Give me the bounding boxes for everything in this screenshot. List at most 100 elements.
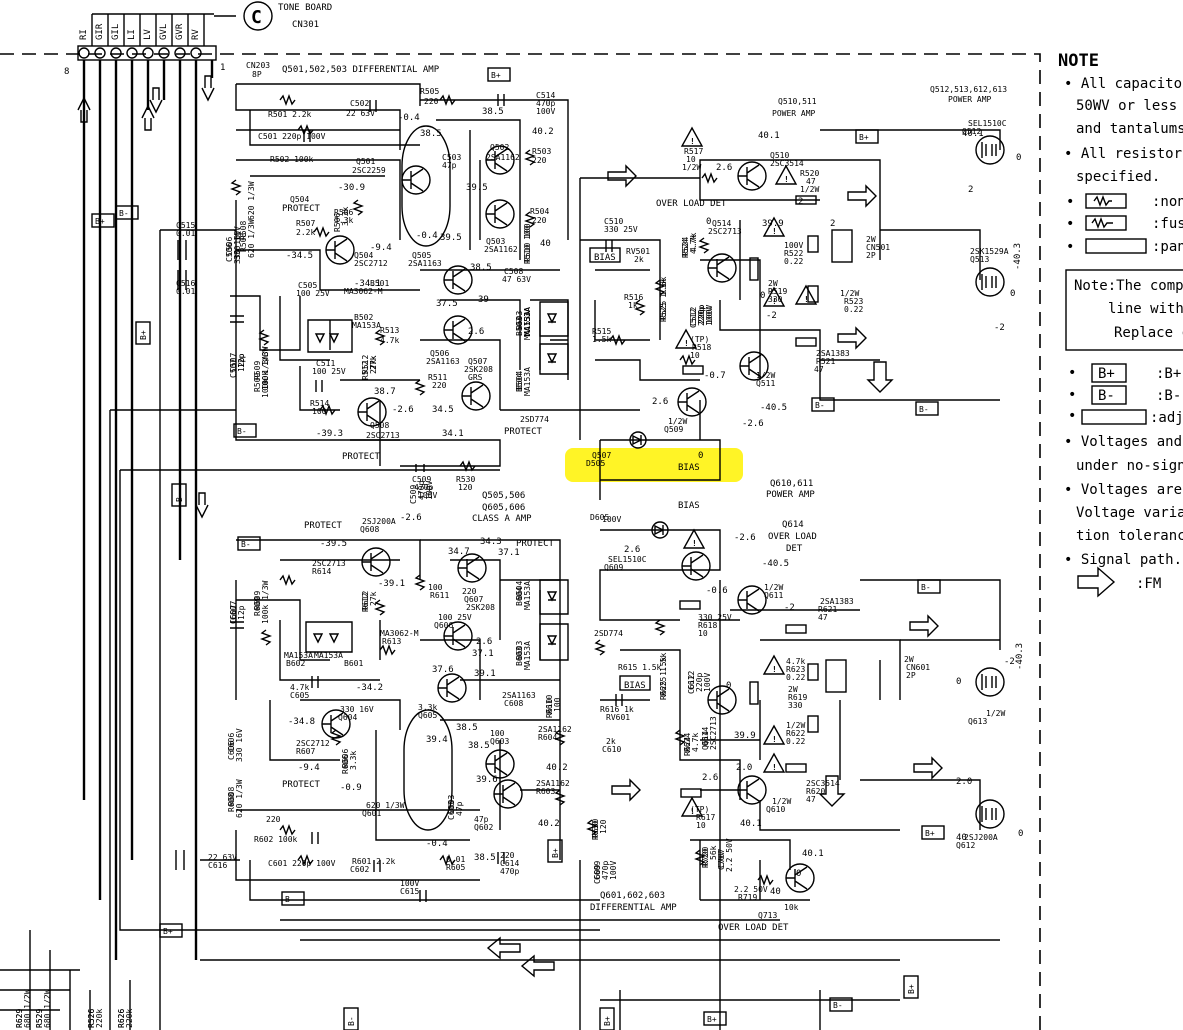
component-label: CN601 [906, 663, 930, 672]
component-label: 100 25V [312, 367, 346, 376]
component-label-vertical: R626 [117, 1009, 126, 1028]
component-label-vertical: 470p [601, 861, 610, 880]
note-line-0: • All capacitors [1064, 76, 1183, 92]
component-label: C503 [442, 153, 461, 162]
voltage-label: -2 [766, 311, 777, 321]
component-label: C505 [298, 281, 317, 290]
svg-text:B+: B+ [925, 829, 935, 838]
component-label-vertical: 100V [705, 307, 714, 326]
warning-triangle-icon [680, 126, 704, 147]
component-label: R607 [296, 747, 315, 756]
voltage-label: 0 [760, 291, 765, 301]
component-label-vertical: 47p [455, 801, 464, 816]
note-more-1: under no-signa [1076, 458, 1183, 474]
voltage-label: 37.5 [436, 299, 458, 309]
component-label: MA3062-M [344, 287, 383, 296]
component-label-vertical: R612 [361, 593, 370, 612]
component-label: Q612 [956, 841, 975, 850]
component-label: 2SK208 [466, 603, 495, 612]
component-label: 100V [705, 305, 714, 324]
voltage-label: 40.1 [740, 819, 762, 829]
component-label: 1/2W [840, 289, 859, 298]
capacitors [175, 94, 623, 902]
voltage-label: -2 [1004, 657, 1015, 667]
svg-text:B-: B- [119, 209, 129, 218]
component-label: 4.7k [786, 657, 805, 666]
component-label: 4.7k [290, 683, 309, 692]
voltage-label: 2.6 [652, 397, 668, 407]
voltage-label: 37.6 [432, 665, 454, 675]
voltage-label: 40 [956, 833, 967, 843]
component-label-vertical: C612 [687, 675, 696, 694]
voltage-label: -0.9 [340, 783, 362, 793]
component-label: 2SA1162 [486, 153, 520, 162]
voltage-label: -39.5 [320, 539, 347, 549]
component-label: 100 [312, 407, 327, 416]
component-label-vertical: R510 100 [523, 225, 532, 264]
voltage-label: 2 [968, 185, 973, 195]
svg-text:B-: B- [241, 540, 251, 549]
voltage-label: 2 [798, 197, 803, 207]
component-label: 1k [628, 301, 638, 310]
component-label: 330 16V [340, 705, 374, 714]
component-label-vertical: 27k [369, 359, 378, 374]
component-label: C510 [604, 217, 623, 226]
svg-text:B+: B+ [859, 133, 869, 142]
component-label: 100 25V [438, 613, 472, 622]
note-panel: NOTE • All capacitors 50WV or less a and… [1058, 51, 1183, 598]
component-label: 220 [532, 216, 547, 225]
component-label: R617 [696, 813, 715, 822]
component-label: 4.7k [689, 233, 698, 252]
protect-q604: PROTECT [282, 780, 321, 790]
svg-text:!: ! [784, 175, 789, 184]
connector-pin [174, 47, 186, 59]
note-line-3: • All resistors [1064, 146, 1183, 162]
component-label: C612 [687, 671, 696, 690]
class-a-title3: CLASS A AMP [472, 514, 532, 524]
svg-text:!: ! [772, 763, 777, 772]
component-label-vertical: R608 [227, 793, 236, 812]
svg-text:•: • [1068, 365, 1076, 381]
component-label: C609 [593, 861, 602, 880]
pin-left-num: 8 [64, 67, 69, 77]
component-label: R515 [592, 327, 611, 336]
component-label: B601 [344, 659, 363, 668]
note-line-5: :non [1152, 194, 1183, 210]
voltage-label: 0 [706, 217, 711, 227]
component-label: R624 [683, 733, 692, 752]
warning-triangle-icon [762, 724, 786, 745]
svg-text:!: ! [772, 227, 777, 236]
component-label-vertical: 12p [237, 357, 246, 372]
component-label: 120 [458, 483, 473, 492]
component-label: 2SJ200A [964, 833, 998, 842]
connector-pin-label: GVR [175, 23, 185, 40]
component-label: C602 [350, 865, 369, 874]
component-label-vertical: C512 [689, 309, 698, 328]
note-more-0: • Voltages and w [1064, 434, 1183, 450]
component-label: R606 [341, 749, 350, 768]
component-label: R525 1.5k [659, 276, 668, 320]
component-label: 2SA1383 [816, 349, 850, 358]
svg-text:B-: B- [175, 492, 184, 502]
component-label: 2SD774 [594, 629, 623, 638]
svg-text:!: ! [690, 137, 695, 146]
voltage-label: 40.2 [532, 127, 554, 137]
component-label: R605 [446, 863, 465, 872]
voltage-label: 2.6 [476, 637, 492, 647]
component-label-vertical: 2SC2713 [709, 716, 718, 750]
component-label: 10 [698, 629, 708, 638]
bottom-left-stubs [0, 930, 131, 1030]
component-label: R618 [698, 621, 717, 630]
voltage-label: -0.7 [704, 371, 726, 381]
voltage-label: -39.1 [378, 579, 405, 589]
voltage-label: -2 [784, 603, 795, 613]
voltage-label: 40.2 [546, 763, 568, 773]
component-label: Q606 [434, 621, 453, 630]
component-label: Q603 [490, 737, 509, 746]
component-label: RV501 [626, 247, 650, 256]
component-label: R521 [816, 357, 835, 366]
bias-d605: BIAS [678, 501, 700, 511]
component-label: MA153A [284, 651, 313, 660]
component-label-vertical: R525 1.5k [659, 278, 668, 322]
component-label: R507 [296, 219, 315, 228]
